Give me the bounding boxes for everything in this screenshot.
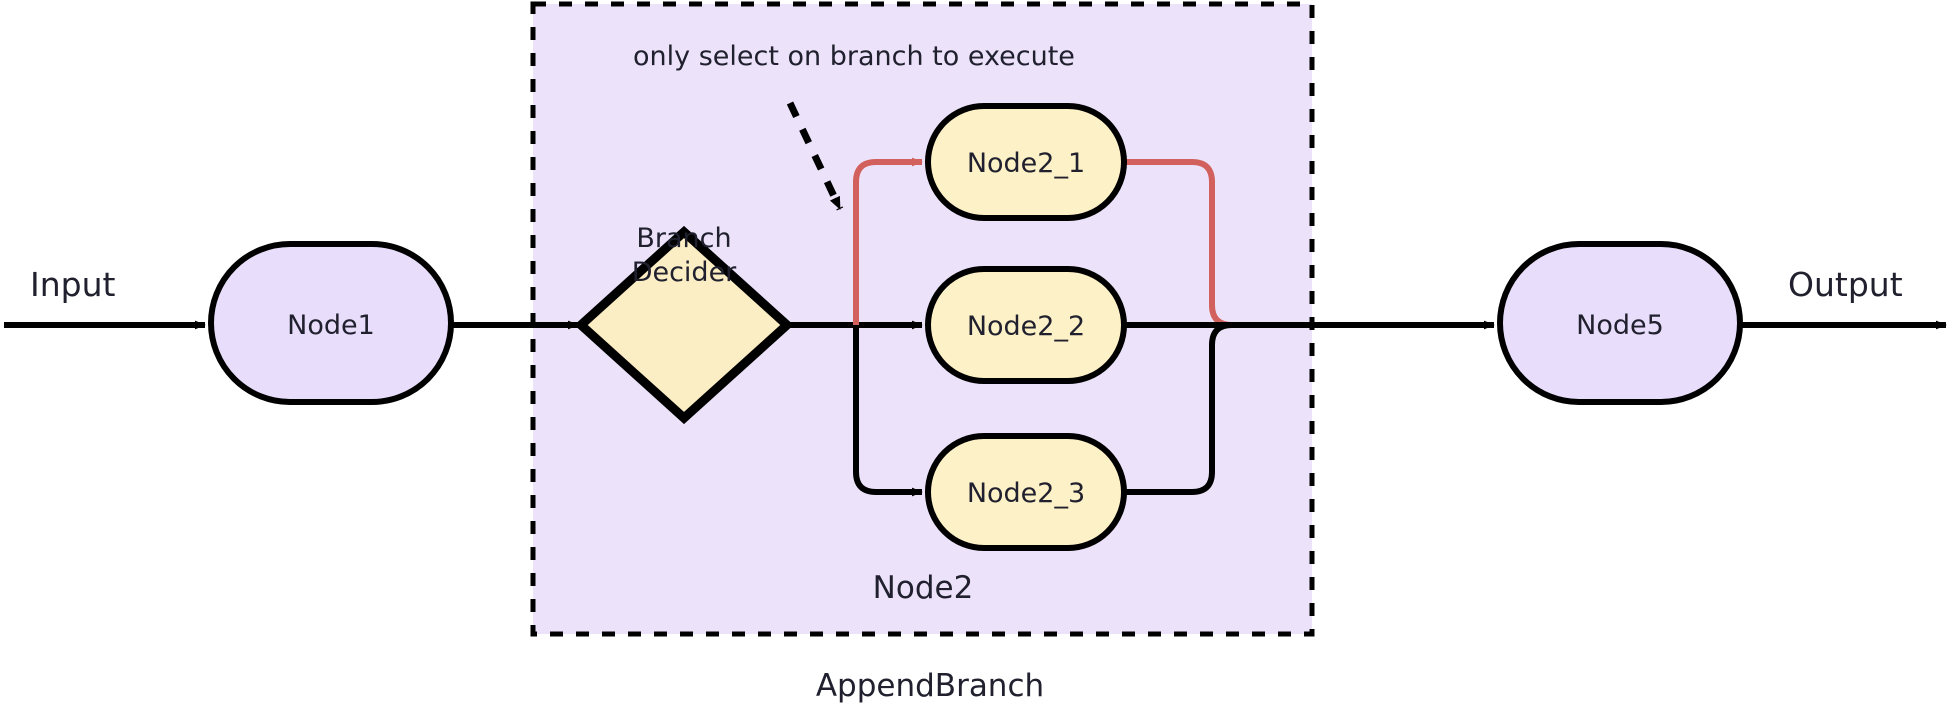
edge-decider-to-node2-3 (853, 325, 923, 497)
annotation-label: only select on branch to execute (633, 41, 1075, 72)
node2-2-label: Node2_2 (966, 311, 1086, 342)
input-label: Input (30, 265, 116, 304)
node-node2-3[interactable] (925, 433, 1127, 551)
node-branch-decider[interactable] (574, 225, 794, 425)
edge-decider-to-node2-1-highlight (853, 157, 923, 325)
node-node2-1[interactable] (925, 103, 1127, 221)
branch-decider-label-line1: Branch (636, 223, 732, 254)
node-node2-2[interactable] (925, 266, 1127, 384)
node2-1-label: Node2_1 (966, 148, 1086, 179)
node-node1[interactable] (208, 241, 454, 405)
node2-3-label: Node2_3 (966, 478, 1086, 509)
output-label: Output (1788, 265, 1903, 304)
node1-label: Node1 (287, 310, 375, 341)
node5-label: Node5 (1576, 310, 1664, 341)
annotation-dashed-arrow (786, 101, 844, 211)
group-label-node2: Node2 (872, 570, 974, 606)
branch-decider-label: Branch Decider (584, 222, 784, 290)
branch-decider-label-line2: Decider (631, 257, 737, 288)
diagram-title-label: AppendBranch (815, 668, 1045, 704)
node-node5[interactable] (1497, 241, 1743, 405)
